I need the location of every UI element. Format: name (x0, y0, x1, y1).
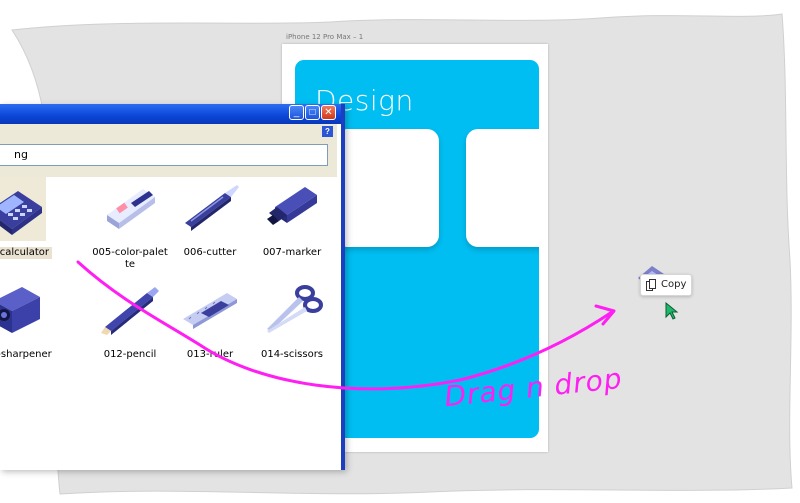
color-palette-icon (97, 177, 163, 241)
file-item-cutter[interactable]: 006-cutter (171, 177, 249, 259)
file-label: 004-calculator (0, 247, 52, 259)
file-explorer-window[interactable]: _ □ ✕ ? ng 004-c (0, 104, 345, 470)
file-label: 005-color-palette (92, 247, 168, 270)
menu-bar: ? (0, 124, 337, 140)
card-tile-2[interactable] (466, 129, 539, 247)
help-icon[interactable]: ? (322, 126, 333, 137)
copy-icon (646, 279, 656, 291)
sharpener-icon (0, 279, 48, 343)
marker-icon (259, 177, 325, 241)
file-item-scissors[interactable]: 014-scissors (253, 279, 331, 361)
file-label: 011-sharpener (0, 349, 52, 360)
file-item-calculator[interactable]: 004-calculator (0, 177, 52, 259)
file-item-pencil[interactable]: 012-pencil (91, 279, 169, 361)
card-tile-1[interactable] (335, 129, 439, 247)
copy-tooltip: Copy (640, 274, 692, 296)
window-titlebar[interactable]: _ □ ✕ (0, 104, 341, 124)
artboard-title: iPhone 12 Pro Max – 1 (286, 33, 364, 41)
calculator-icon (0, 177, 46, 241)
file-item-sharpener[interactable]: 011-sharpener (0, 279, 54, 361)
file-item-color-palette[interactable]: 005-color-palette (91, 177, 169, 271)
maximize-button[interactable]: □ (305, 105, 320, 120)
ruler-icon (177, 279, 243, 343)
address-input[interactable]: ng (0, 144, 328, 166)
file-grid: 004-calculator 005-color-palette (0, 177, 337, 470)
cutter-icon (177, 177, 243, 241)
file-item-marker[interactable]: 007-marker (253, 177, 331, 259)
file-label: 014-scissors (260, 349, 324, 360)
minimize-button[interactable]: _ (289, 105, 304, 120)
file-label: 012-pencil (103, 349, 157, 360)
file-label: 007-marker (262, 247, 322, 258)
cursor-arrow-icon (665, 302, 679, 320)
file-label: 013-ruler (186, 349, 234, 360)
address-area: ng (0, 139, 337, 177)
pencil-icon (97, 279, 163, 343)
copy-label: Copy (661, 279, 687, 290)
file-label: 006-cutter (183, 247, 237, 258)
scissors-icon (259, 279, 325, 343)
close-button[interactable]: ✕ (321, 105, 336, 120)
file-item-ruler[interactable]: 013-ruler (171, 279, 249, 361)
